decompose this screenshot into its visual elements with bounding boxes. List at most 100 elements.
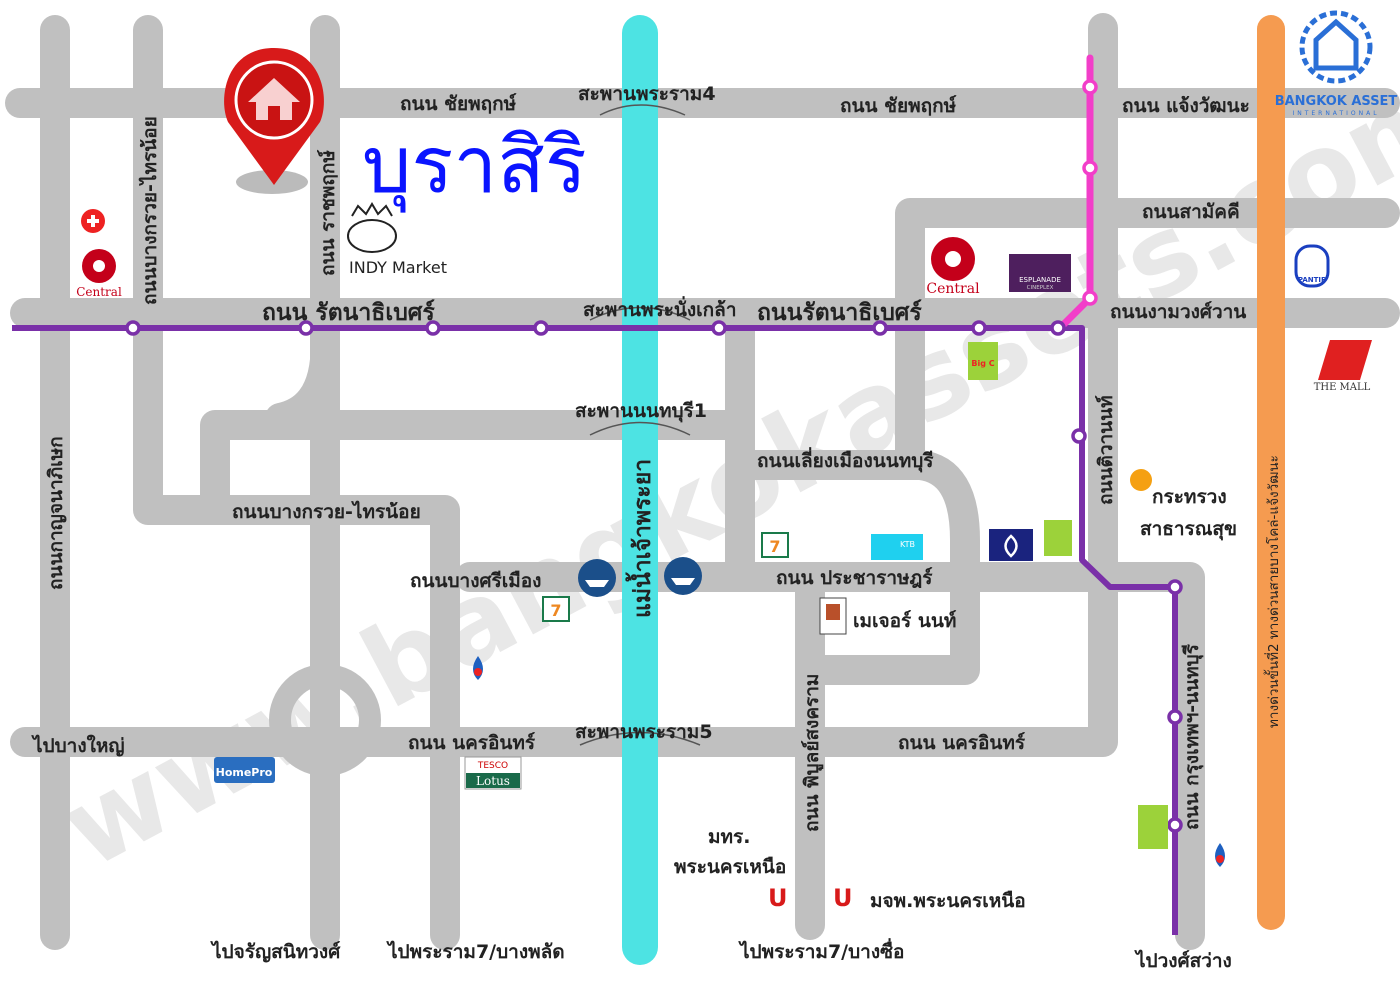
station xyxy=(1050,320,1066,336)
project-name: บุราสิริ xyxy=(362,121,587,213)
label-bangsimuang: ถนนบางศรีเมือง xyxy=(410,570,541,592)
station xyxy=(1167,817,1183,833)
pink-stations xyxy=(1082,79,1098,306)
station xyxy=(533,320,549,336)
label-krungthep-nonthaburi: ถนน กรุงเทพฯ-นนทบุรี xyxy=(1181,643,1204,830)
svg-text:PANTIP: PANTIP xyxy=(1298,276,1326,284)
label-ratchaphruek: ถนน ราชพฤกษ์ xyxy=(317,150,339,276)
poi-major: เมเจอร์ นนท์ xyxy=(819,597,956,635)
poi-hospital xyxy=(81,209,105,233)
river-chao-phraya xyxy=(622,15,658,965)
ferry-icon[interactable] xyxy=(578,559,616,597)
svg-text:7: 7 xyxy=(550,601,561,620)
station xyxy=(1071,428,1087,444)
svg-text:สะพานพระราม5: สะพานพระราม5 xyxy=(575,721,713,743)
label-expressway: ทางด่วนขั้นที่2 ทางด่วนสายบางโคล่-แจ้งวั… xyxy=(1263,455,1282,728)
university-icon: U xyxy=(768,884,788,912)
station xyxy=(1082,79,1098,95)
svg-text:ไปพระราม7/บางพลัด: ไปพระราม7/บางพลัด xyxy=(386,940,565,963)
road-pracharat xyxy=(455,562,1205,950)
station xyxy=(971,320,987,336)
svg-text:HomePro: HomePro xyxy=(216,766,273,779)
svg-text:TESCO: TESCO xyxy=(477,761,508,771)
svg-text:CINEPLEX: CINEPLEX xyxy=(1027,285,1054,291)
svg-text:เมเจอร์ นนท์: เมเจอร์ นนท์ xyxy=(853,610,956,632)
poi-the-mall: THE MALL xyxy=(1314,340,1372,393)
station xyxy=(1082,160,1098,176)
station xyxy=(125,320,141,336)
road-v910 xyxy=(895,198,1400,480)
label-chaiyaphruek-e: ถนน ชัยพฤกษ์ xyxy=(840,95,957,117)
road-labels: ถนน ชัยพฤกษ์ ถนน ชัยพฤกษ์ ถนน แจ้งวัฒนะ … xyxy=(45,93,1282,832)
station xyxy=(298,320,314,336)
svg-text:สะพานพระนั่งเกล้า: สะพานพระนั่งเกล้า xyxy=(583,296,737,321)
station xyxy=(711,320,727,336)
poi-tesco-lotus: TESCO Lotus xyxy=(464,756,522,790)
svg-text:KTB: KTB xyxy=(900,540,915,549)
label-samakkhi: ถนนสามัคคี xyxy=(1142,201,1240,223)
label-rattanathibet-w: ถนน รัตนาธิเบศร์ xyxy=(262,299,435,326)
house-icon[interactable] xyxy=(248,78,300,120)
label-chaengwattana: ถนน แจ้งวัฒนะ xyxy=(1122,95,1250,117)
label-tiwanon: ถนนติวานนท์ xyxy=(1095,395,1117,505)
poi-central-west: Central xyxy=(76,249,122,299)
station xyxy=(872,320,888,336)
svg-text:กระทรวง: กระทรวง xyxy=(1152,486,1227,508)
label-phibun: ถนน พิบูลย์สงคราม xyxy=(801,674,824,832)
svg-text:Central: Central xyxy=(926,281,980,297)
poi-indy-market: INDY Market xyxy=(347,202,447,277)
svg-text:ไปพระราม7/บางซื่อ: ไปพระราม7/บางซื่อ xyxy=(738,938,904,963)
svg-text:ไปวงศ์สว่าง: ไปวงศ์สว่าง xyxy=(1134,949,1232,972)
svg-text:พระนครเหนือ: พระนครเหนือ xyxy=(674,856,786,878)
poi-homepro: HomePro xyxy=(214,757,275,783)
svg-text:Lotus: Lotus xyxy=(476,774,510,788)
ferry-pier-icons[interactable] xyxy=(578,557,702,597)
svg-text:THE MALL: THE MALL xyxy=(1314,382,1371,393)
poi-bigc: Big C xyxy=(968,342,1168,849)
ferry-icon[interactable] xyxy=(664,557,702,595)
poi-bangkok-bank xyxy=(989,529,1033,561)
svg-text:INDY Market: INDY Market xyxy=(349,258,447,277)
expressway xyxy=(1257,15,1285,930)
svg-text:Central: Central xyxy=(76,285,122,299)
svg-text:7: 7 xyxy=(769,537,780,556)
svg-text:สาธารณสุข: สาธารณสุข xyxy=(1140,518,1237,541)
label-bangkruai-h: ถนนบางกรวย-ไทรน้อย xyxy=(232,500,421,523)
roundabout xyxy=(269,664,381,776)
university-icon: U xyxy=(833,884,853,912)
project-location-pin[interactable] xyxy=(224,48,324,194)
road-loop xyxy=(200,345,755,510)
svg-text:ESPLANADE: ESPLANADE xyxy=(1019,276,1061,284)
university-labels: มทร. พระนครเหนือ U U มจพ.พระนครเหนือ xyxy=(674,826,1026,912)
ptt-gas-icon xyxy=(473,656,1225,867)
label-rattanathibet-e: ถนนรัตนาธิเบศร์ xyxy=(757,299,922,326)
direction-labels: ไปบางใหญ่ ไปจรัญสนิทวงศ์ ไปพระราม7/บางพล… xyxy=(31,734,1232,972)
station xyxy=(1082,290,1098,306)
poi-esplanade: ESPLANADE CINEPLEX xyxy=(1009,254,1071,292)
label-liang-muang: ถนนเลี่ยงเมืองนนทบุรี xyxy=(757,447,934,473)
label-nakhon-in-e: ถนน นครอินทร์ xyxy=(898,732,1026,754)
label-nakhon-in-w: ถนน นครอินทร์ xyxy=(408,732,536,754)
label-kanchanaphisek: ถนนกาญจนาภิเษก xyxy=(45,436,67,590)
poi-ktb: KTB xyxy=(871,534,923,560)
svg-text:INTERNATIONAL: INTERNATIONAL xyxy=(1292,110,1379,117)
station xyxy=(425,320,441,336)
label-chaiyaphruek-w: ถนน ชัยพฤกษ์ xyxy=(400,93,517,115)
station xyxy=(1167,709,1183,725)
poi-seven-eleven: 7 7 xyxy=(542,532,789,622)
svg-text:ไปจรัญสนิทวงศ์: ไปจรัญสนิทวงศ์ xyxy=(210,940,341,963)
svg-text:Big C: Big C xyxy=(971,359,994,368)
label-ngamwongwan: ถนนงามวงศ์วาน xyxy=(1110,301,1246,323)
label-river: แม่น้ำเจ้าพระยา xyxy=(625,459,656,618)
svg-text:ไปบางใหญ่: ไปบางใหญ่ xyxy=(31,734,125,757)
label-pracharat: ถนน ประชาราษฎร์ xyxy=(776,567,933,589)
label-bangkruai-v: ถนนบางกรวย-ไทรน้อย xyxy=(138,116,161,305)
svg-text:มจพ.พระนครเหนือ: มจพ.พระนครเหนือ xyxy=(870,890,1026,912)
poi-central-east: Central xyxy=(926,237,980,297)
road-network xyxy=(5,13,1400,950)
purple-line xyxy=(12,325,1178,935)
purple-stations xyxy=(125,320,1183,833)
svg-text:มทร.: มทร. xyxy=(708,826,750,848)
bridge-labels: สะพานพระราม4 สะพานพระนั่งเกล้า สะพานนนทบ… xyxy=(575,83,737,743)
